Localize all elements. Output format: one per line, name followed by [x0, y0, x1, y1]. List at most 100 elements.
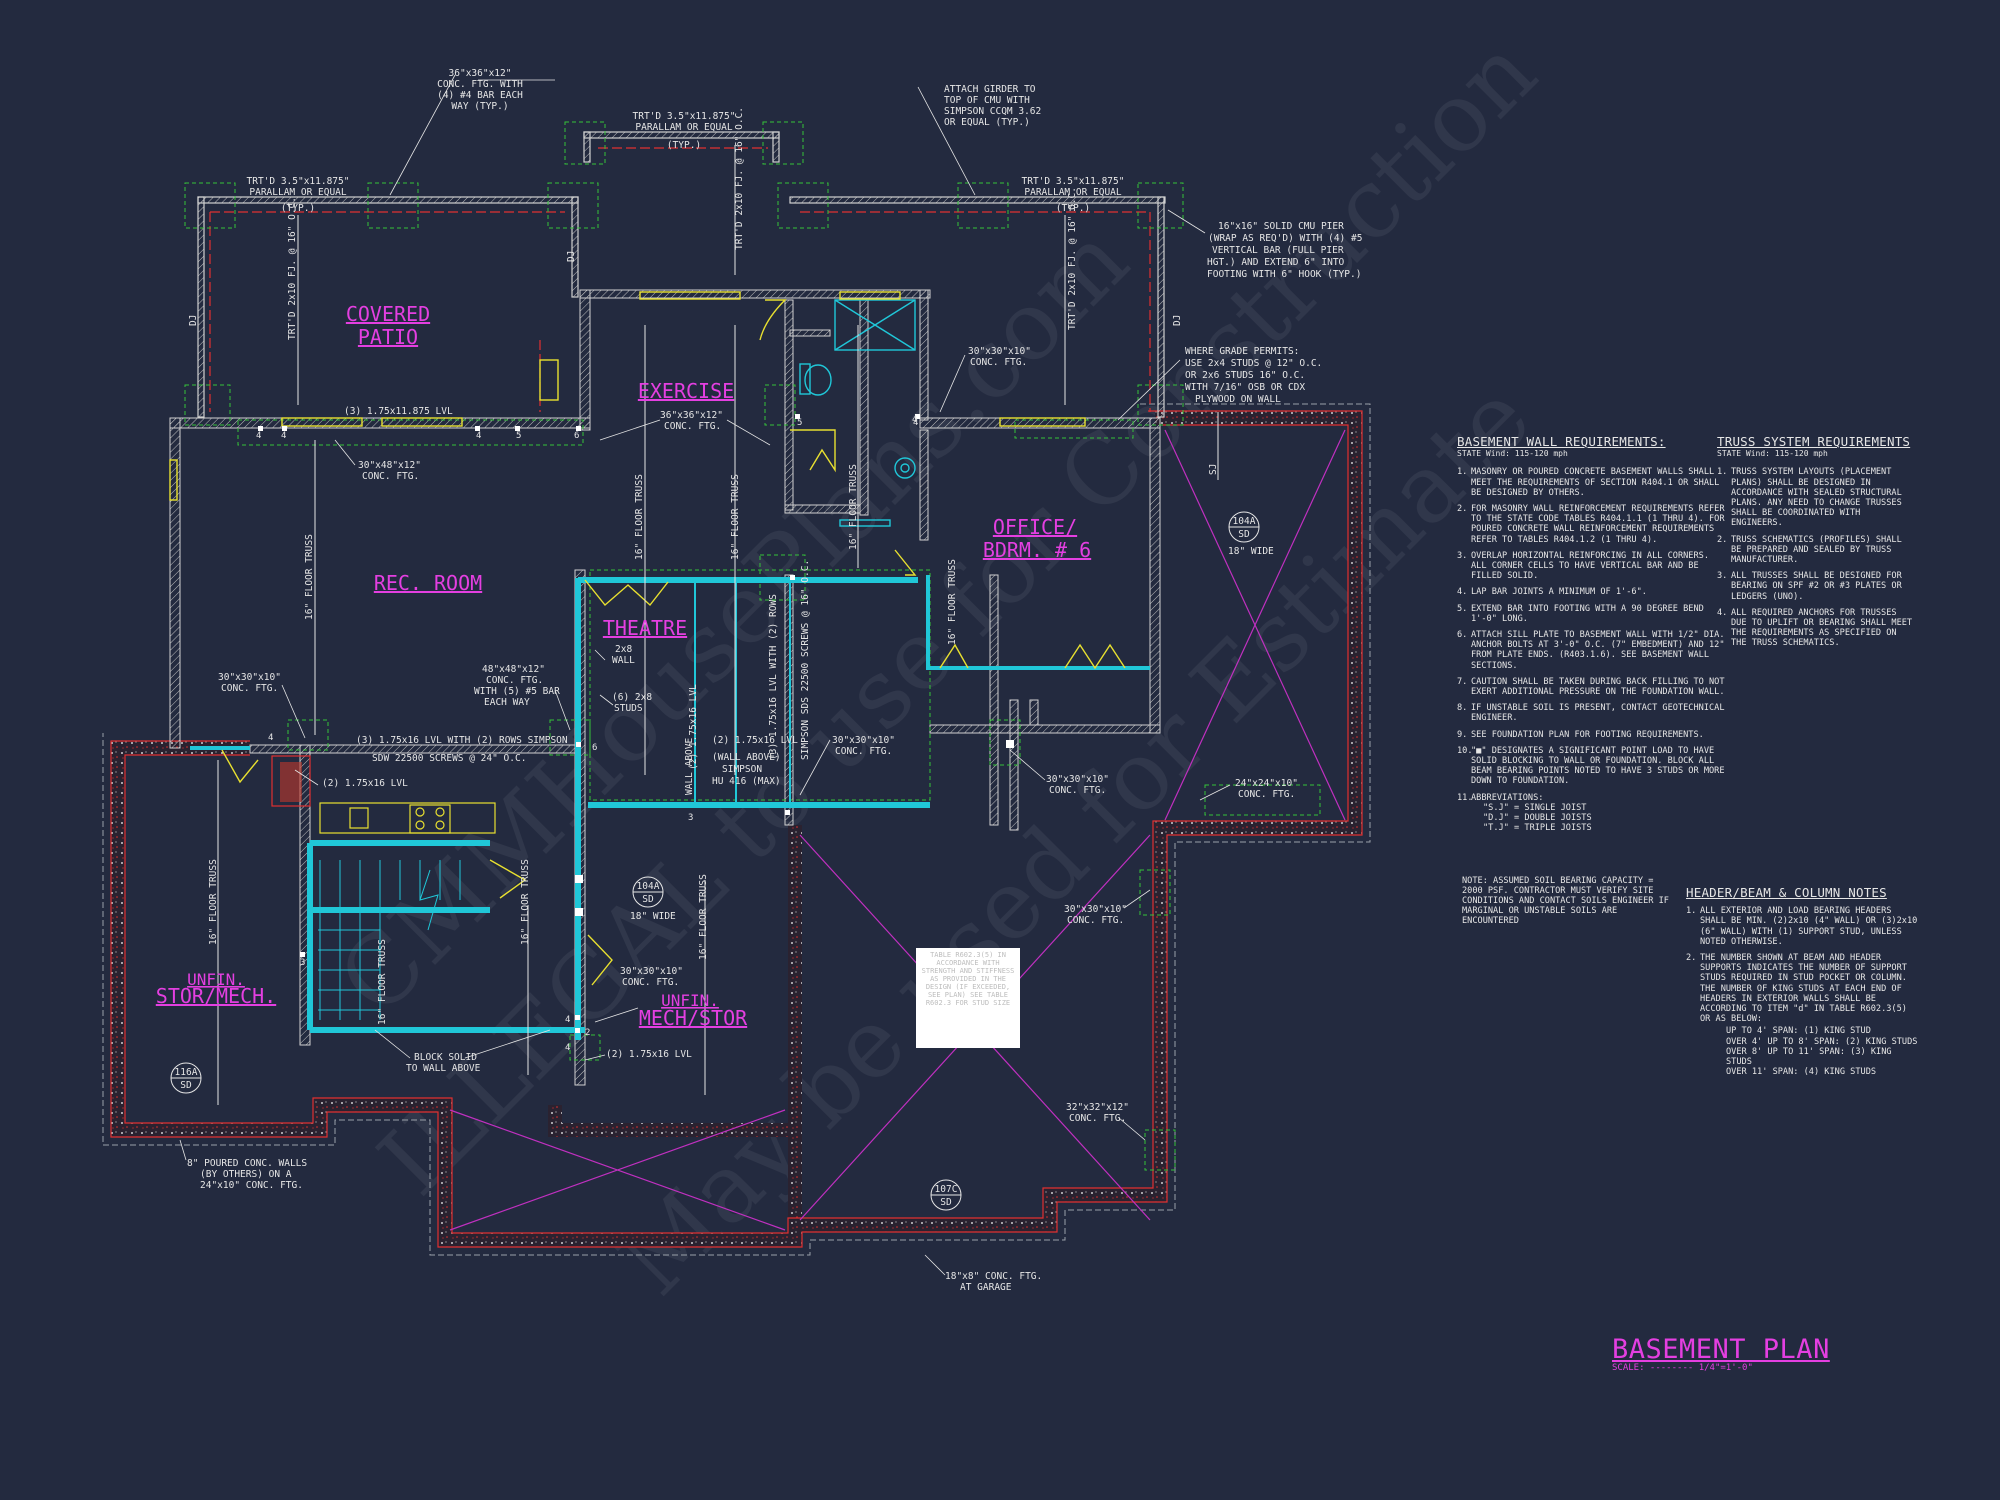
callout-text: 8" POURED CONC. WALLS [187, 1158, 307, 1169]
joist-label: TRT'D 2x10 FJ. @ 16" O.C. [287, 197, 298, 340]
joist-mark: DJ [1172, 315, 1183, 326]
note-item: 2.FOR MASONRY WALL REINFORCEMENT REQUIRE… [1457, 504, 1727, 545]
callout-text: (6) 2x8 [612, 692, 652, 703]
callout-text: WALL [612, 655, 635, 666]
section-tag-116a[interactable]: 116A SD [170, 1062, 202, 1094]
beam-label: SIMPSON SDS 22500 SCREWS @ 16" O.C. [800, 560, 811, 760]
insulated-walls [190, 575, 1150, 1040]
callout-ftg-32: 32"x32"x12" CONC. FTG. [1066, 1102, 1129, 1124]
note-number: 6. [1457, 630, 1468, 641]
note-number: 11. [1457, 792, 1473, 803]
header-notes-title: HEADER/BEAM & COLUMN NOTES [1686, 885, 1887, 900]
callout-ftg-36-exercise: 36"x36"x12" CONC. FTG. [660, 410, 723, 432]
king-stud-span: UP TO 4' SPAN: (1) KING STUD [1726, 1026, 1871, 1037]
note-text: EXTEND BAR INTO FOOTING WITH A 90 DEGREE… [1471, 603, 1704, 624]
note-number: 4. [1717, 607, 1728, 618]
note-item: 8.IF UNSTABLE SOIL IS PRESENT, CONTACT G… [1457, 703, 1727, 723]
room-office: BDRM. # 6 [983, 538, 1091, 562]
callout-ftg-30-left: 30"x30"x10" CONC. FTG. [218, 672, 281, 694]
span-labels: TRT'D 2x10 FJ. @ 16" O.C. TRT'D 2x10 FJ.… [188, 107, 1219, 1025]
room-rec-room: REC. ROOM [374, 571, 482, 595]
note-item: 9.SEE FOUNDATION PLAN FOR FOOTING REQUIR… [1457, 730, 1727, 740]
note-number: 4. [1457, 587, 1468, 598]
section-tag-107c[interactable]: 107C SD [930, 1179, 962, 1211]
joist-mark: DJ [188, 315, 199, 326]
callout-text: WHERE GRADE PERMITS: [1185, 346, 1299, 357]
callout-text: PARALLAM OR EQUAL [249, 187, 347, 198]
tag-sheet: 104A [637, 881, 660, 892]
note-text: ALL TRUSSES SHALL BE DESIGNED FOR BEARIN… [1731, 571, 1902, 602]
tag-sheet: 107C [935, 1184, 958, 1195]
callout-text: 30"x30"x10" [968, 346, 1031, 357]
bearing-num: 4 [281, 431, 286, 441]
note-text: THE NUMBER SHOWN AT BEAM AND HEADER SUPP… [1700, 953, 1907, 1025]
bearing-num: 4 [912, 415, 917, 425]
callout-ftg-30-office: 30"x30"x10" CONC. FTG. [1046, 774, 1109, 796]
callout-parallam-center: TRT'D 3.5"x11.875" PARALLAM OR EQUAL (TY… [633, 111, 736, 151]
note-text: ALL EXTERIOR AND LOAD BEARING HEADERS SH… [1700, 906, 1918, 947]
joist-label: TRT'D 2x10 FJ. @ 16" O.C. [1067, 187, 1078, 330]
callout-18-wide: 18" WIDE [1228, 546, 1274, 557]
callout-text: CONC. FTG. [1067, 915, 1124, 926]
callout-ftg-30-exercise: 30"x30"x10" CONC. FTG. [968, 346, 1031, 368]
truss-notes-list: 1.TRUSS SYSTEM LAYOUTS (PLACEMENT PLANS)… [1717, 467, 1917, 648]
callout-text: 24"x10" CONC. FTG. [200, 1180, 303, 1191]
callout-text: USE 2x4 STUDS @ 12" O.C. [1185, 358, 1322, 369]
callout-text: VERTICAL BAR (FULL PIER [1212, 245, 1344, 256]
callout-text: PLYWOOD ON WALL [1195, 394, 1281, 405]
callout-text: (WRAP AS REQ'D) WITH (4) #5 [1208, 233, 1362, 244]
note-text: TRUSS SCHEMATICS (PROFILES) SHALL BE PRE… [1731, 534, 1902, 566]
callout-text: 24"x24"x10" [1235, 778, 1298, 789]
tag-detail: SD [1238, 529, 1250, 540]
truss-label: 16" FLOOR TRUSS [520, 859, 531, 945]
callout-studs-2x8: (6) 2x8 STUDS [612, 692, 652, 714]
callout-text: CONC. FTG. [835, 746, 892, 757]
callout-text: CONC. FTG. [1238, 789, 1295, 800]
beam-label: WALL ABOVE [684, 738, 695, 795]
note-number: 10. [1457, 745, 1473, 756]
callout-text: WITH 7/16" OSB OR CDX [1185, 382, 1305, 393]
callout-ftg-30-mech: 30"x30"x10" CONC. FTG. [620, 966, 683, 988]
callout-ftg-30-theatre: 30"x30"x10" CONC. FTG. [832, 735, 895, 757]
bearing-num: 5 [797, 418, 802, 428]
callout-text: (BY OTHERS) ON A [200, 1169, 292, 1180]
bearing-num: 2 [585, 1028, 590, 1038]
bearing-num: 4 [565, 1015, 570, 1025]
callout-text: (WALL ABOVE) [712, 752, 781, 763]
foundation-walls [111, 411, 1362, 1247]
callout-text: OR 2x6 STUDS 16" O.C. [1185, 370, 1305, 381]
callout-cmu-pier: 16"x16" SOLID CMU PIER (WRAP AS REQ'D) W… [1207, 221, 1362, 280]
foundation-wall-edges [110, 410, 1363, 1248]
callout-lvl-2-center: (2) 1.75x16 LVL [712, 735, 798, 746]
bearing-num: 6 [574, 431, 579, 441]
callout-text: CONC. FTG. [221, 683, 278, 694]
header-notes-list: 1.ALL EXTERIOR AND LOAD BEARING HEADERS … [1686, 906, 1922, 1024]
callout-text: 32"x32"x12" [1066, 1102, 1129, 1113]
leader-lines [179, 74, 1231, 1276]
callout-text: CONC. FTG. [1069, 1113, 1126, 1124]
span-arrows [217, 145, 1219, 1105]
bearing-num: 5 [516, 431, 521, 441]
section-tag-104a-top[interactable]: 104A SD [1228, 511, 1260, 543]
callout-text: CONC. FTG. [362, 471, 419, 482]
bearing-num: 4 [565, 1043, 570, 1053]
tag-sheet: 104A [1233, 516, 1256, 527]
note-item: 5.EXTEND BAR INTO FOOTING WITH A 90 DEGR… [1457, 604, 1727, 624]
section-tag-104a-mid[interactable]: 104A SD [632, 876, 664, 908]
callout-ftg-24: 24"x24"x10" CONC. FTG. [1235, 778, 1298, 800]
callout-text: 30"x30"x10" [218, 672, 281, 683]
callout-text: 48"x48"x12" [482, 664, 545, 675]
point-load-markers [258, 414, 1014, 1033]
room-office: OFFICE/ [993, 515, 1077, 539]
room-covered-patio: PATIO [358, 325, 418, 349]
callout-text: WITH (5) #5 BAR [474, 686, 560, 697]
room-unfin-mech: UNFIN. [661, 991, 719, 1010]
callout-text: HU 416 (MAX) [712, 776, 781, 787]
callout-text: TOP OF CMU WITH [944, 95, 1030, 106]
note-item: 2.THE NUMBER SHOWN AT BEAM AND HEADER SU… [1686, 953, 1922, 1024]
truss-label: 16" FLOOR TRUSS [304, 534, 315, 620]
truss-label: 16" FLOOR TRUSS [377, 939, 388, 1025]
callout-text: TRT'D 3.5"x11.875" [1022, 176, 1125, 187]
